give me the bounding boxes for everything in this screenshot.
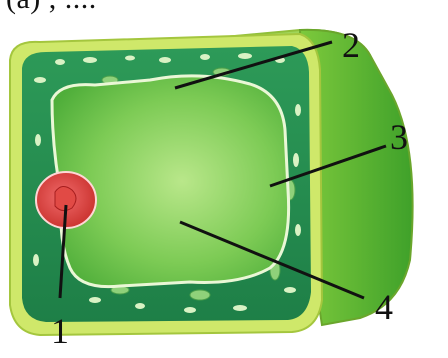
label-2: 2 — [342, 25, 360, 65]
label-3: 3 — [390, 117, 408, 157]
header-rest: , .... — [49, 0, 97, 15]
cropped-header-text: (a) , .... — [6, 0, 97, 16]
label-1: 1 — [51, 311, 69, 351]
header-fragment: (a) — [6, 0, 41, 15]
label-4: 4 — [375, 287, 393, 327]
